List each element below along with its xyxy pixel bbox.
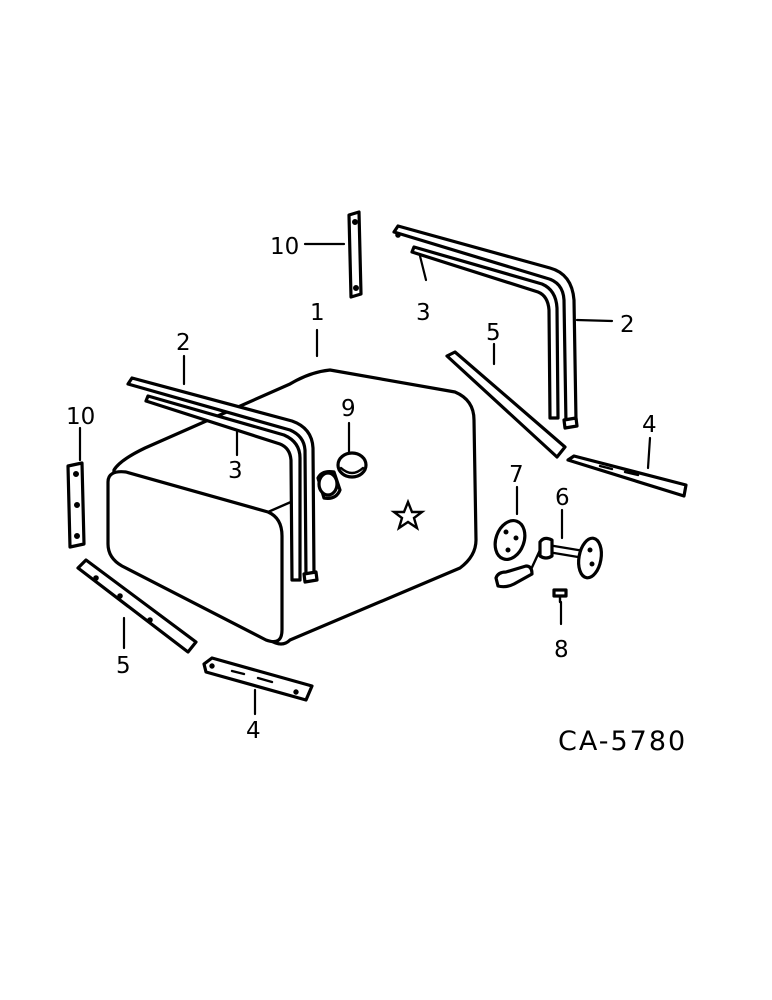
callout-fuel-tank: 1 (310, 300, 325, 326)
strap-rear-part (392, 224, 579, 430)
support-rear-part (566, 454, 688, 498)
leader-lines (78, 242, 652, 716)
callout-filler-cap: 9 (341, 396, 356, 422)
bracket-rear-part (445, 350, 567, 459)
sending-unit-part (494, 536, 603, 589)
callout-gasket: 7 (509, 462, 524, 488)
callout-insulator-front: 3 (228, 458, 243, 484)
spacer-top-part (347, 210, 363, 299)
callouts: 1 2 2 3 3 4 4 5 5 6 7 8 9 10 10 (66, 234, 657, 744)
callout-spacer-top: 10 (270, 234, 299, 260)
strap-front-part (126, 376, 319, 584)
filler-cap-part (336, 451, 368, 479)
callout-spacer-left: 10 (66, 404, 95, 430)
callout-bracket-rear: 5 (486, 320, 501, 346)
callout-strap-rear: 2 (620, 312, 635, 338)
support-front-part (202, 656, 314, 702)
callout-insulator-rear: 3 (416, 300, 431, 326)
insulator-rear-part (410, 245, 560, 420)
callout-screw: 8 (554, 637, 569, 663)
bracket-front-part (76, 558, 198, 654)
insulator-front-part (144, 394, 302, 582)
gasket-part (493, 519, 527, 561)
spacer-left-part (66, 461, 86, 549)
callout-bracket-front: 5 (116, 653, 131, 679)
callout-support-front: 4 (246, 718, 261, 744)
callout-support-rear: 4 (642, 412, 657, 438)
filler-neck-part (316, 470, 342, 500)
callout-sending-unit: 6 (555, 485, 570, 511)
screw-part (552, 588, 568, 604)
callout-strap-front: 2 (176, 330, 191, 356)
reference-code: CA-5780 (558, 726, 687, 757)
